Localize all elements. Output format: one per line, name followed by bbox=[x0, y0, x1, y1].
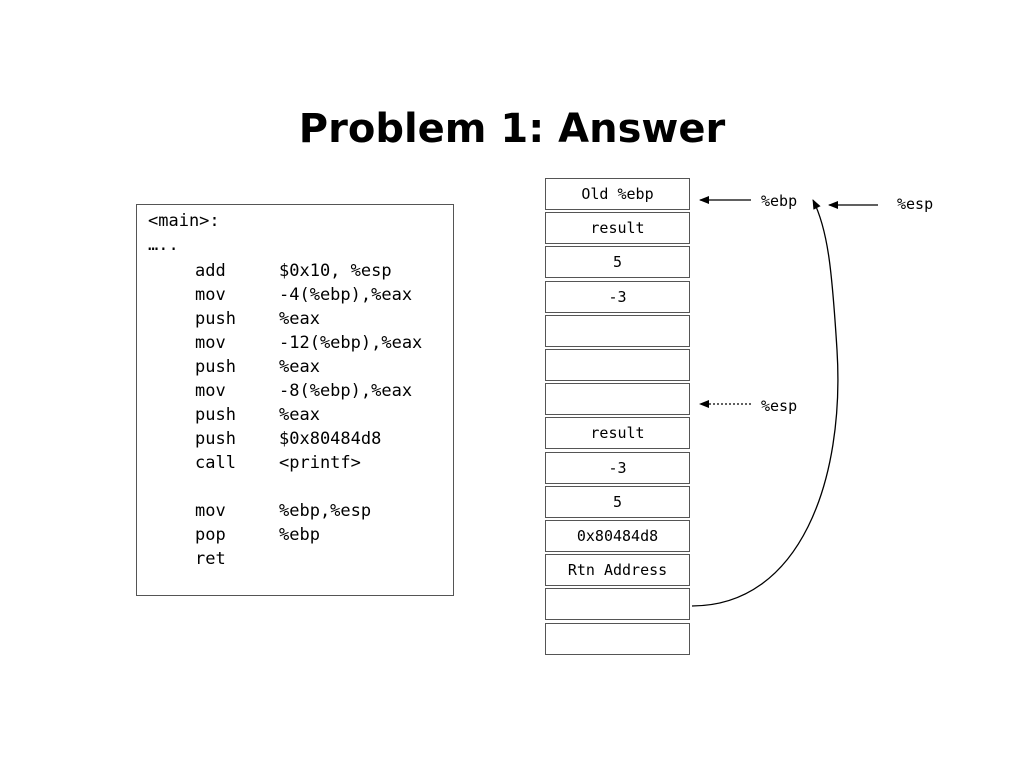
stack-slot bbox=[545, 314, 690, 347]
stack-slot: Old %ebp bbox=[545, 178, 690, 210]
code-operand: %ebp bbox=[279, 525, 320, 545]
stack-slot bbox=[545, 622, 690, 655]
code-label-main: <main>: bbox=[148, 211, 220, 231]
code-operand: %ebp,%esp bbox=[279, 501, 372, 521]
stack-slot bbox=[545, 588, 690, 621]
code-line: push $0x80484d8 bbox=[137, 427, 447, 451]
stack-slot: 5 bbox=[545, 485, 690, 518]
code-line: add $0x10, %esp bbox=[137, 259, 447, 283]
code-operand: <printf> bbox=[279, 453, 361, 473]
code-opcode: call bbox=[195, 453, 236, 473]
code-line: mov -12(%ebp),%eax bbox=[137, 331, 447, 355]
stack-slot bbox=[545, 349, 690, 381]
code-line: mov %ebp,%esp bbox=[137, 499, 447, 523]
code-operand: $0x10, %esp bbox=[279, 261, 392, 281]
code-opcode: push bbox=[195, 357, 236, 377]
stack-slot: result bbox=[545, 212, 690, 245]
code-line: push %eax bbox=[137, 355, 447, 379]
code-opcode: mov bbox=[195, 333, 226, 353]
esp-new-pointer-label: %esp bbox=[761, 397, 798, 415]
ebp-pointer-label: %ebp bbox=[761, 192, 798, 210]
code-opcode: add bbox=[195, 261, 226, 281]
code-operand: $0x80484d8 bbox=[279, 429, 382, 449]
code-ellipsis: ….. bbox=[148, 235, 179, 255]
code-line: mov -4(%ebp),%eax bbox=[137, 283, 447, 307]
code-opcode: push bbox=[195, 429, 236, 449]
code-opcode: pop bbox=[195, 525, 226, 545]
code-line: pop %ebp bbox=[137, 523, 447, 547]
page-title: Problem 1: Answer bbox=[298, 106, 726, 152]
code-line: push %eax bbox=[137, 307, 447, 331]
code-line: ret bbox=[137, 547, 447, 571]
code-opcode: mov bbox=[195, 381, 226, 401]
code-operand: %eax bbox=[279, 309, 320, 329]
code-line: push %eax bbox=[137, 403, 447, 427]
code-operand: -8(%ebp),%eax bbox=[279, 381, 413, 401]
code-line: call <printf> bbox=[137, 451, 447, 475]
code-opcode: mov bbox=[195, 285, 226, 305]
esp-old-pointer-label: %esp bbox=[897, 195, 934, 213]
stack-slot: 5 bbox=[545, 246, 690, 279]
code-opcode: push bbox=[195, 405, 236, 425]
assembly-code-box: <main>: ….. add $0x10, %esp mov -4(%ebp),%e… bbox=[136, 204, 454, 596]
code-operand: -4(%ebp),%eax bbox=[279, 285, 413, 305]
code-operand: %eax bbox=[279, 357, 320, 377]
stack-slot: Rtn Address bbox=[545, 554, 690, 587]
stack-slot: result bbox=[545, 417, 690, 450]
code-operand: -12(%ebp),%eax bbox=[279, 333, 423, 353]
stack-slot: -3 bbox=[545, 451, 690, 484]
stack-slot bbox=[545, 383, 690, 416]
code-opcode: ret bbox=[195, 549, 226, 569]
saved-ebp-curve-arrow bbox=[691, 199, 839, 607]
code-line: mov -8(%ebp),%eax bbox=[137, 379, 447, 403]
code-opcode: mov bbox=[195, 501, 226, 521]
stack-slot: 0x80484d8 bbox=[545, 520, 690, 552]
stack-slot: -3 bbox=[545, 280, 690, 313]
code-operand: %eax bbox=[279, 405, 320, 425]
code-opcode: push bbox=[195, 309, 236, 329]
